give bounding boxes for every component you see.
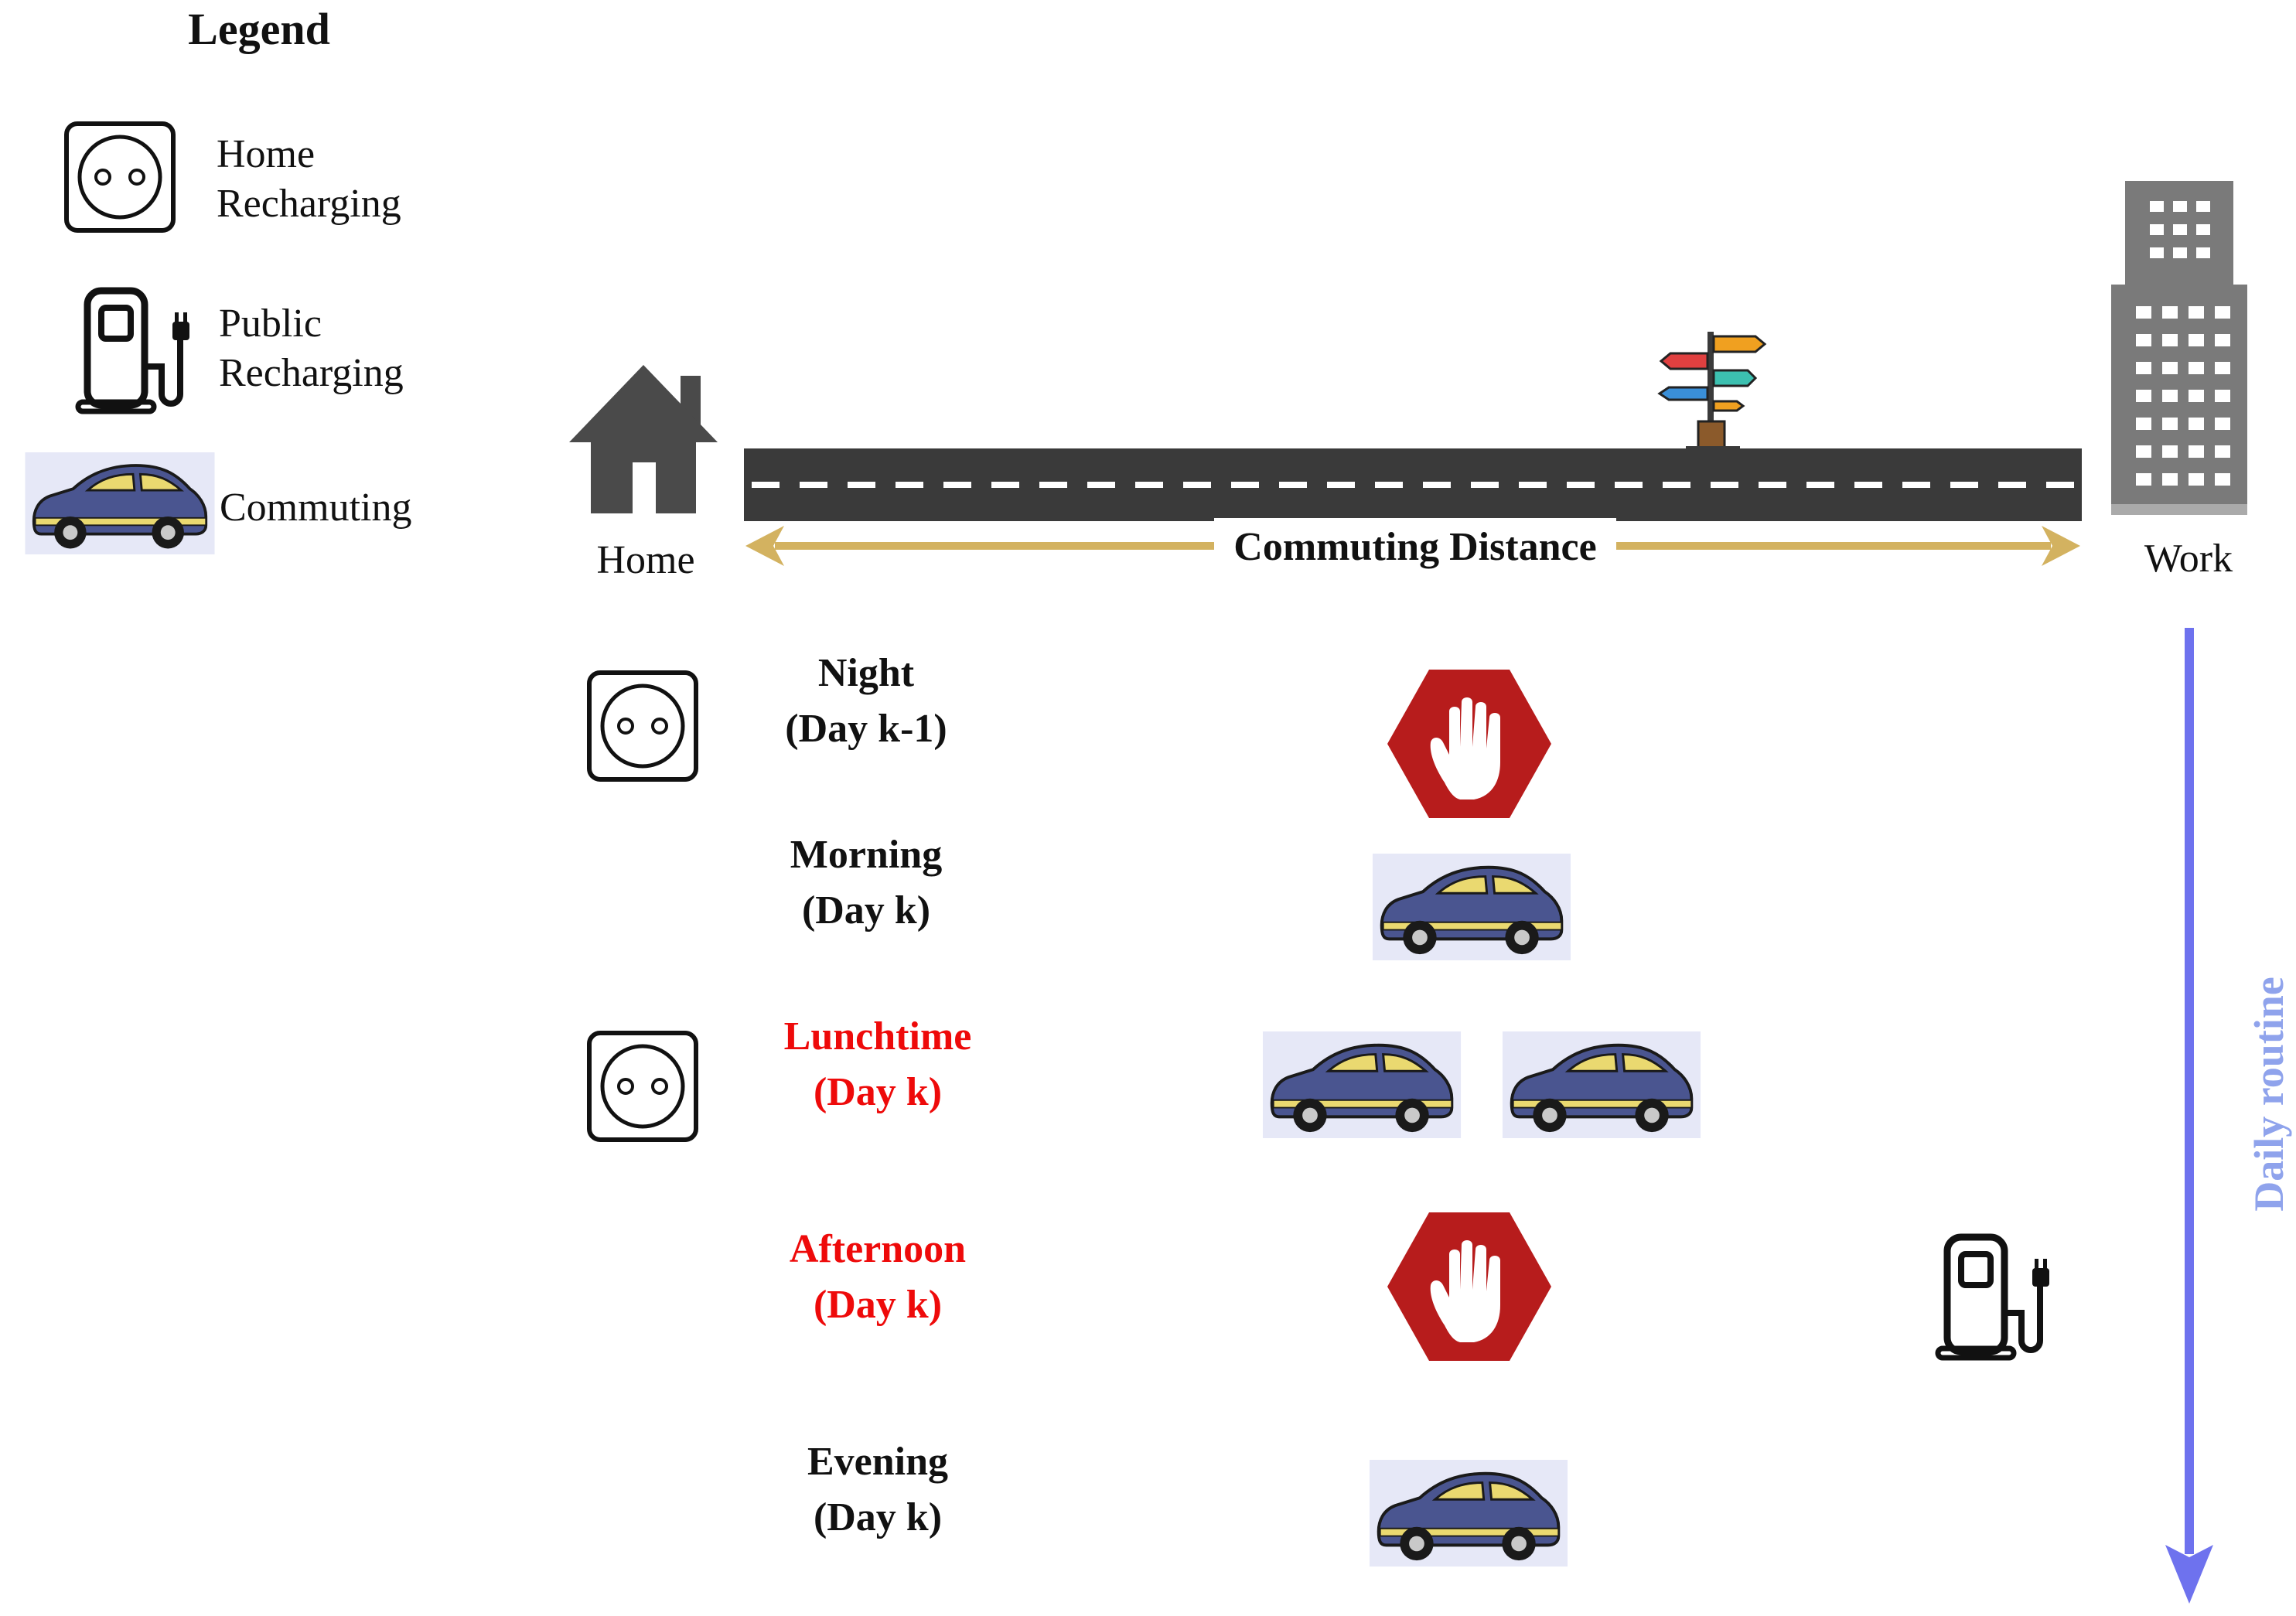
period-label-morning: Morning(Day k) xyxy=(790,833,943,932)
work-label: Work xyxy=(2144,537,2233,581)
period-label-afternoon: Afternoon(Day k) xyxy=(789,1227,967,1327)
period-label-lunchtime: Lunchtime(Day k) xyxy=(783,1014,972,1114)
legend-title: Legend xyxy=(188,4,330,54)
car-icon xyxy=(1500,1031,1703,1138)
home-label: Home xyxy=(596,538,695,582)
legend-label-home-recharging: Home Recharging xyxy=(217,132,401,226)
power-socket-icon xyxy=(62,119,178,235)
car-icon xyxy=(1261,1031,1463,1138)
commuting-distance-label: Commuting Distance xyxy=(1214,518,1616,577)
period-label-night: Night(Day k-1) xyxy=(785,651,947,751)
stop-sign-icon xyxy=(1384,667,1554,821)
car-icon xyxy=(1367,1460,1570,1567)
stop-sign-icon xyxy=(1384,1209,1554,1364)
ev-charging-station-icon xyxy=(1933,1228,2057,1367)
road xyxy=(744,448,2082,521)
ev-charging-station-icon xyxy=(70,281,201,421)
car-icon xyxy=(1370,854,1573,960)
office-building-icon xyxy=(2111,181,2247,515)
power-socket-icon xyxy=(585,1028,701,1144)
power-socket-icon xyxy=(585,668,701,784)
legend-label-commuting: Commuting xyxy=(220,486,412,530)
signpost-icon xyxy=(1657,332,1767,451)
house-icon xyxy=(569,365,718,513)
legend-label-public-recharging: Public Recharging xyxy=(219,302,404,395)
car-icon xyxy=(22,452,218,554)
daily-routine-arrow xyxy=(2165,628,2213,1604)
period-label-evening: Evening(Day k) xyxy=(807,1440,949,1539)
